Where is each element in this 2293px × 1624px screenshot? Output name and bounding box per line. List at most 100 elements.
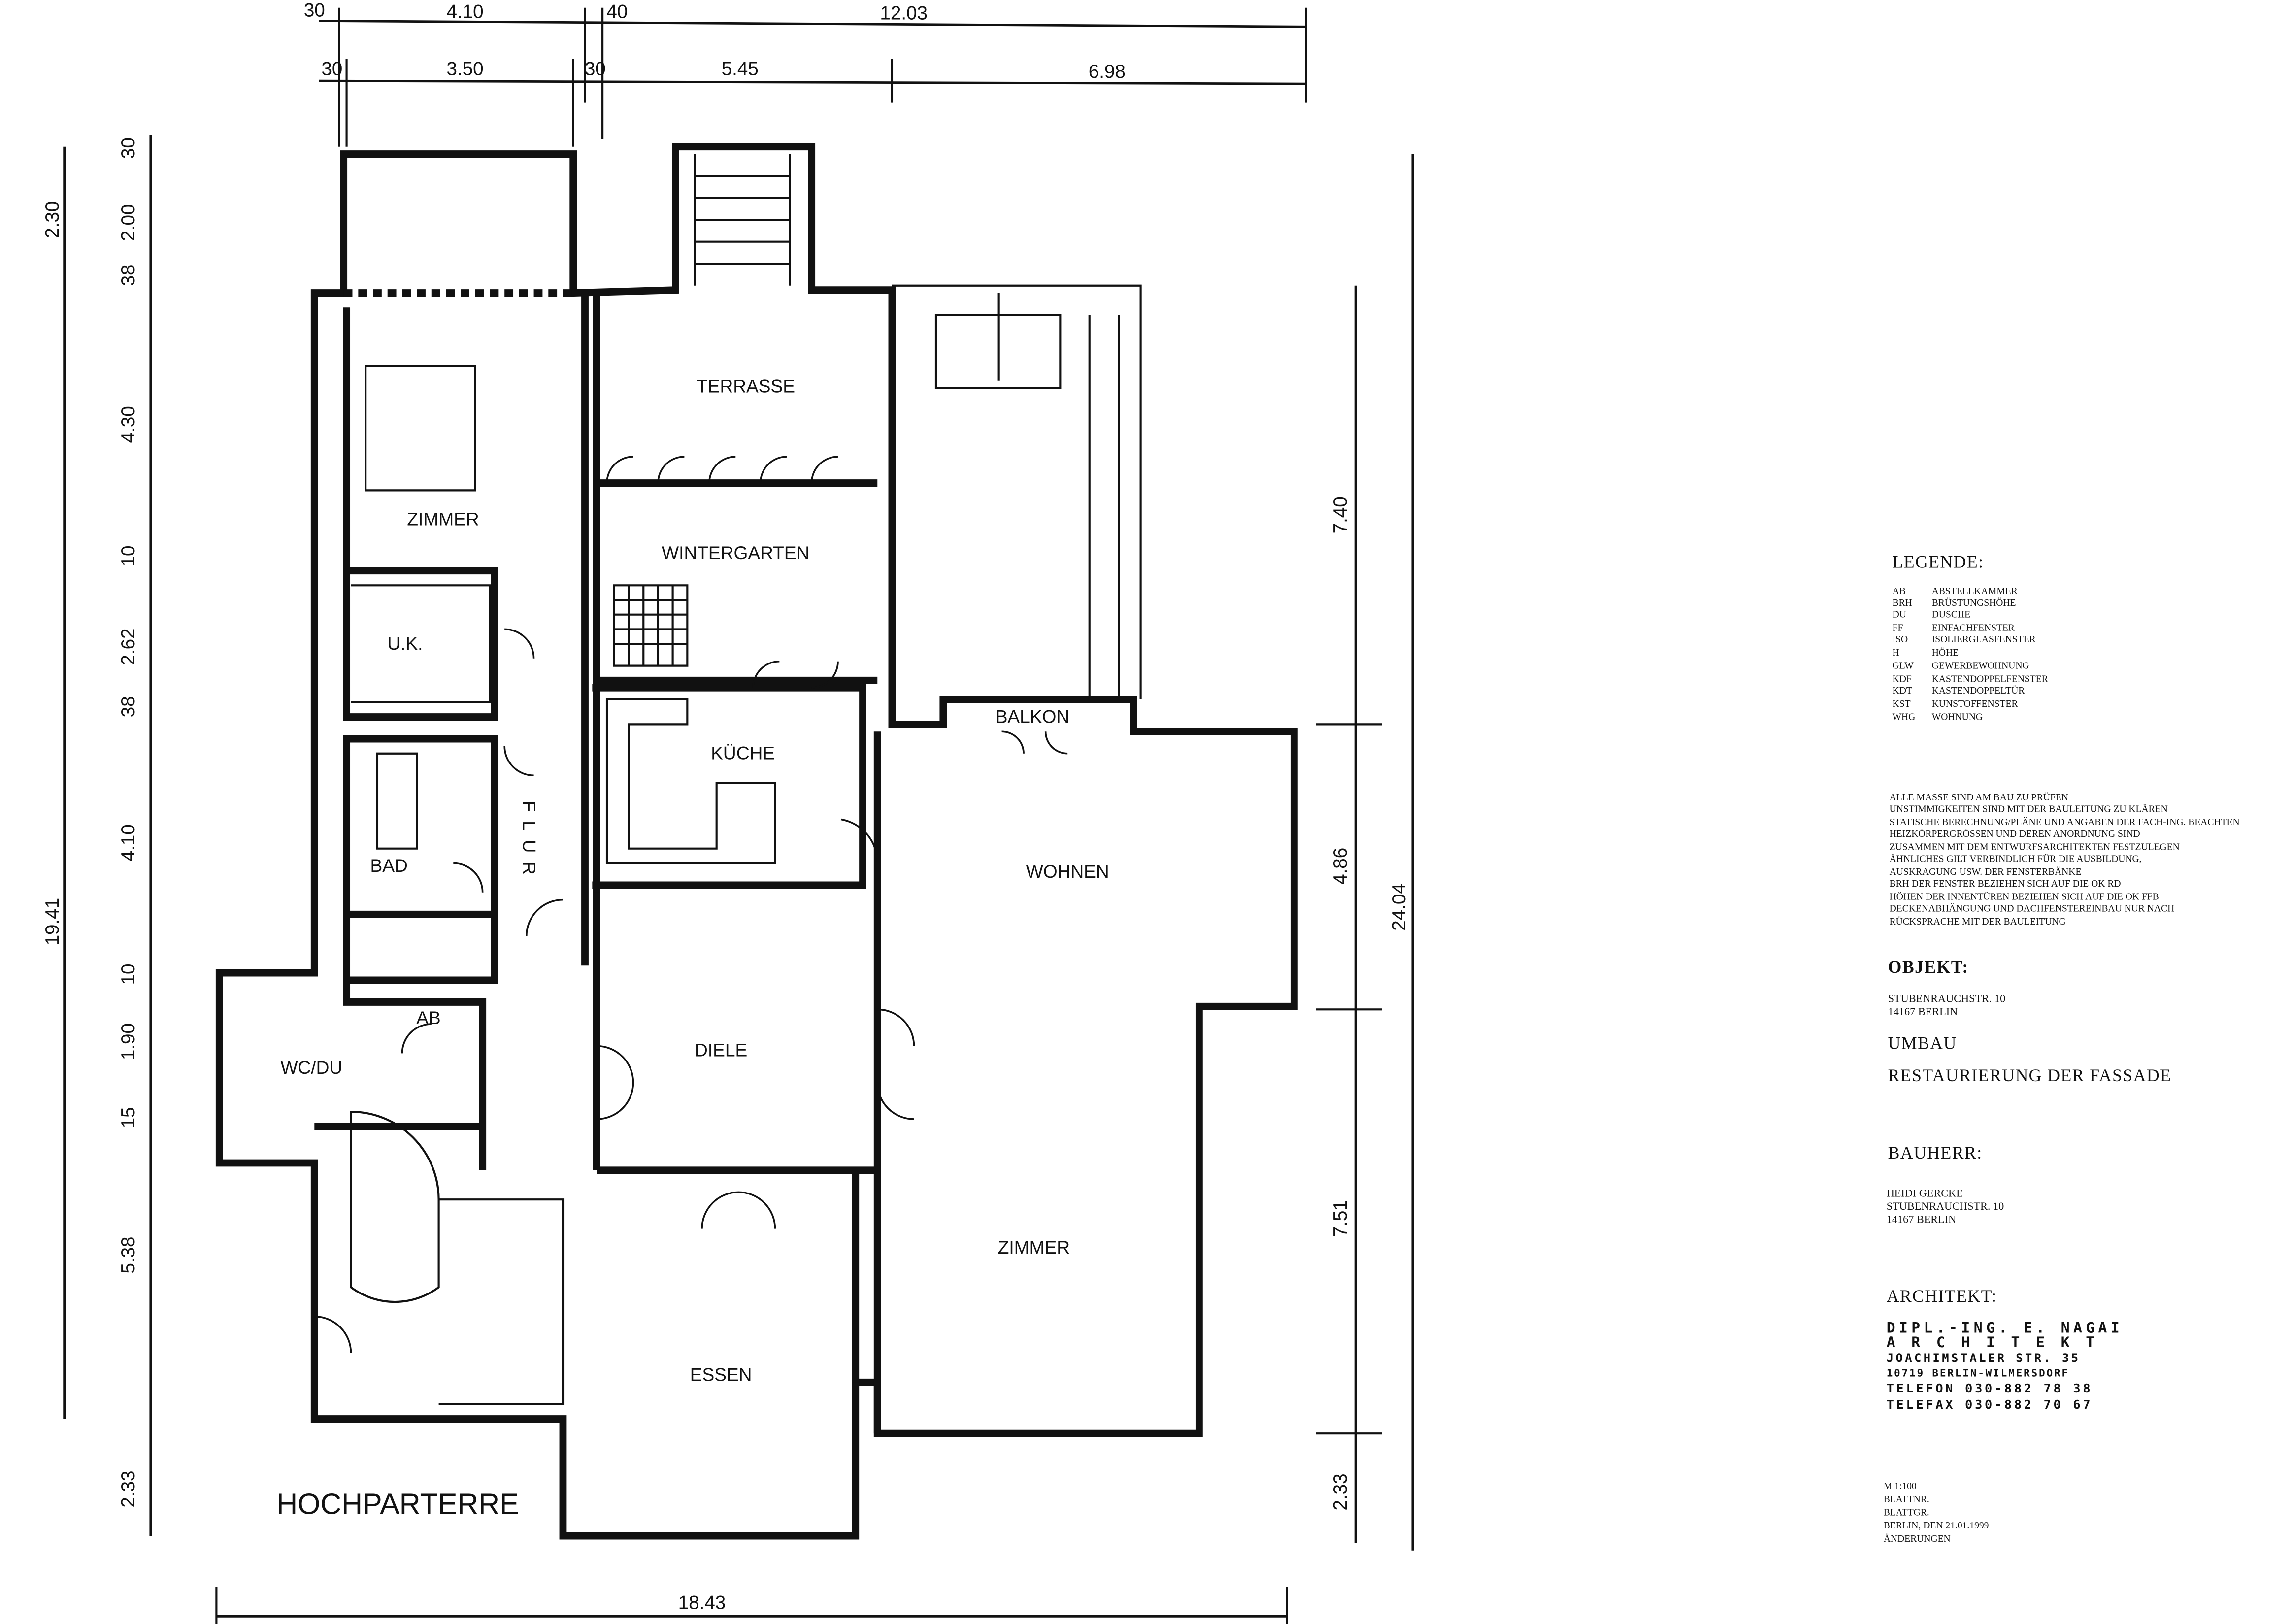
left-dimensions: 2.30 19.41 30 2.00 38 4.30 10 2.62 38 4.… <box>42 134 152 1536</box>
bottom-dimension: 18.43 <box>215 1587 1288 1624</box>
dim-left-1: 30 <box>118 137 139 159</box>
note-line: AUSKRAGUNG USW. DER FENSTERBÄNKE <box>1890 867 2082 877</box>
footer-line: BERLIN, DEN 21.01.1999 <box>1884 1521 1989 1531</box>
dim-top-3: 40 <box>606 1 628 22</box>
room-zimmer-1: ZIMMER <box>407 509 479 530</box>
dim-left-outer-2: 19.41 <box>42 898 63 946</box>
dim-top2-3: 30 <box>585 58 606 79</box>
note-line: ZUSAMMEN MIT DEM ENTWURFSARCHITEKTEN FES… <box>1890 842 2180 853</box>
legend-abbr: DU <box>1893 610 1906 620</box>
note-line: ÄHNLICHES GILT VERBINDLICH FÜR DIE AUSBI… <box>1890 854 2142 864</box>
umbau-label: UMBAU <box>1888 1033 1957 1053</box>
legend-text: EINFACHFENSTER <box>1932 623 2015 633</box>
dim-left-13: 2.33 <box>118 1470 139 1507</box>
legend-abbr: WHG <box>1893 712 1916 722</box>
dim-left-12: 5.38 <box>118 1236 139 1273</box>
dim-right-outer: 24.04 <box>1389 883 1410 931</box>
top-dimensions: 30 4.10 40 12.03 30 3.50 30 5.45 6.98 <box>304 0 1307 147</box>
legend-text: BRÜSTUNGSHÖHE <box>1932 598 2016 608</box>
legend-abbr: GLW <box>1893 661 1914 671</box>
room-labels: TERRASSE ZIMMER WINTERGARTEN U.K. KÜCHE … <box>276 375 1109 1520</box>
dim-top2-4: 5.45 <box>722 58 759 79</box>
project-name: RESTAURIERUNG DER FASSADE <box>1888 1065 2172 1085</box>
dim-left-4: 4.30 <box>118 406 139 443</box>
stamp-line: A R C H I T E K T <box>1887 1333 2098 1351</box>
note-line: DECKENABHÄNGUNG UND DACHFENSTEREINBAU NU… <box>1890 903 2175 914</box>
dim-top2-5: 6.98 <box>1089 61 1126 82</box>
dim-left-3: 38 <box>118 265 139 286</box>
dim-left-5: 10 <box>118 546 139 567</box>
room-uk: U.K. <box>387 633 423 654</box>
room-wc-du: WC/DU <box>281 1057 343 1078</box>
legend-text: GEWERBEWOHNUNG <box>1932 661 2029 671</box>
note-line: HÖHEN DER INNENTÜREN BEZIEHEN SICH AUF D… <box>1890 892 2159 902</box>
legend-abbr: AB <box>1893 586 1906 597</box>
legend-abbr: KDT <box>1893 686 1912 696</box>
legend-abbr: KDF <box>1893 674 1912 684</box>
legend-abbr: BRH <box>1893 598 1912 608</box>
plan-title: HOCHPARTERRE <box>276 1488 519 1521</box>
dim-top-1: 30 <box>304 0 325 21</box>
objekt-street: STUBENRAUCHSTR. 10 <box>1888 992 2006 1004</box>
legend-text: ISOLIERGLASFENSTER <box>1932 634 2036 645</box>
dim-top2-1: 30 <box>321 58 342 79</box>
note-line: UNSTIMMIGKEITEN SIND MIT DER BAULEITUNG … <box>1890 804 2168 815</box>
legend-text: HÖHE <box>1932 648 1959 658</box>
dim-left-7: 38 <box>118 696 139 717</box>
architect-stamp: DIPL.-ING. E. NAGAI A R C H I T E K T JO… <box>1887 1319 2123 1412</box>
legend-abbr: KST <box>1893 699 1911 709</box>
dim-left-2: 2.00 <box>118 204 139 241</box>
bauherr-city: 14167 BERLIN <box>1887 1213 1957 1226</box>
bauherr-name: HEIDI GERCKE <box>1887 1187 1963 1199</box>
stamp-line: TELEFAX 030-882 70 67 <box>1887 1397 2093 1412</box>
room-wintergarten: WINTERGARTEN <box>662 542 809 563</box>
dim-right-3: 7.51 <box>1330 1200 1351 1237</box>
note-line: ALLE MASSE SIND AM BAU ZU PRÜFEN <box>1890 793 2068 803</box>
legend-text: WOHNUNG <box>1932 712 1983 722</box>
title-block: LEGENDE: AB ABSTELLKAMMER BRH BRÜSTUNGSHÖH… <box>1884 552 2240 1544</box>
dim-left-outer-1: 2.30 <box>42 201 63 238</box>
footer-line: M 1:100 <box>1884 1481 1917 1491</box>
room-flur: FLUR <box>519 801 540 884</box>
dim-top-4: 12.03 <box>880 2 928 24</box>
bauherr-heading: BAUHERR: <box>1888 1143 1983 1162</box>
notes: ALLE MASSE SIND AM BAU ZU PRÜFEN UNSTIMM… <box>1890 793 2240 927</box>
architekt-heading: ARCHITEKT: <box>1887 1286 1997 1306</box>
note-line: BRH DER FENSTER BEZIEHEN SICH AUF DIE OK… <box>1890 879 2121 889</box>
dim-left-8: 4.10 <box>118 824 139 861</box>
footer-line: ÄNDERUNGEN <box>1884 1534 1951 1544</box>
objekt-city: 14167 BERLIN <box>1888 1005 1958 1018</box>
legend-text: KASTENDOPPELFENSTER <box>1932 674 2049 684</box>
room-diele: DIELE <box>695 1039 747 1060</box>
legend-abbr: FF <box>1893 623 1903 633</box>
right-dimensions: 7.40 4.86 7.51 2.33 24.04 <box>1316 154 1414 1551</box>
dim-top-2: 4.10 <box>447 1 484 22</box>
note-line: STATISCHE BERECHNUNG/PLÄNE UND ANGABEN D… <box>1890 817 2240 828</box>
stamp-line: 10719 BERLIN-WILMERSDORF <box>1887 1367 2069 1379</box>
walls <box>215 143 1298 1540</box>
dim-bottom: 18.43 <box>678 1592 726 1613</box>
room-wohnen: WOHNEN <box>1026 861 1109 882</box>
footer-line: BLATTNR. <box>1884 1494 1929 1505</box>
footer-info: M 1:100 BLATTNR. BLATTGR. BERLIN, DEN 21… <box>1884 1481 1989 1544</box>
legend-heading: LEGENDE: <box>1893 552 1984 572</box>
stamp-line: DIPL.-ING. E. NAGAI <box>1887 1319 2123 1336</box>
room-zimmer-2: ZIMMER <box>998 1237 1070 1258</box>
door-swings <box>314 456 1068 1353</box>
bauherr-street: STUBENRAUCHSTR. 10 <box>1887 1200 2004 1212</box>
stamp-line: TELEFON 030-882 78 38 <box>1887 1381 2093 1395</box>
note-line: HEIZKÖRPERGRÖSSEN UND DEREN ANORDNUNG SI… <box>1890 829 2140 839</box>
dim-right-4: 2.33 <box>1330 1473 1351 1510</box>
legend-abbr: H <box>1893 648 1899 658</box>
dim-right-1: 7.40 <box>1330 497 1351 533</box>
room-bad: BAD <box>370 855 408 876</box>
legend-abbr: ISO <box>1893 634 1908 645</box>
objekt-heading: OBJEKT: <box>1888 957 1969 977</box>
footer-line: BLATTGR. <box>1884 1507 1929 1518</box>
legend-text: ABSTELLKAMMER <box>1932 586 2018 597</box>
room-balkon: BALKON <box>996 706 1070 727</box>
dim-top2-2: 3.50 <box>447 58 484 79</box>
dim-left-9: 10 <box>118 964 139 985</box>
